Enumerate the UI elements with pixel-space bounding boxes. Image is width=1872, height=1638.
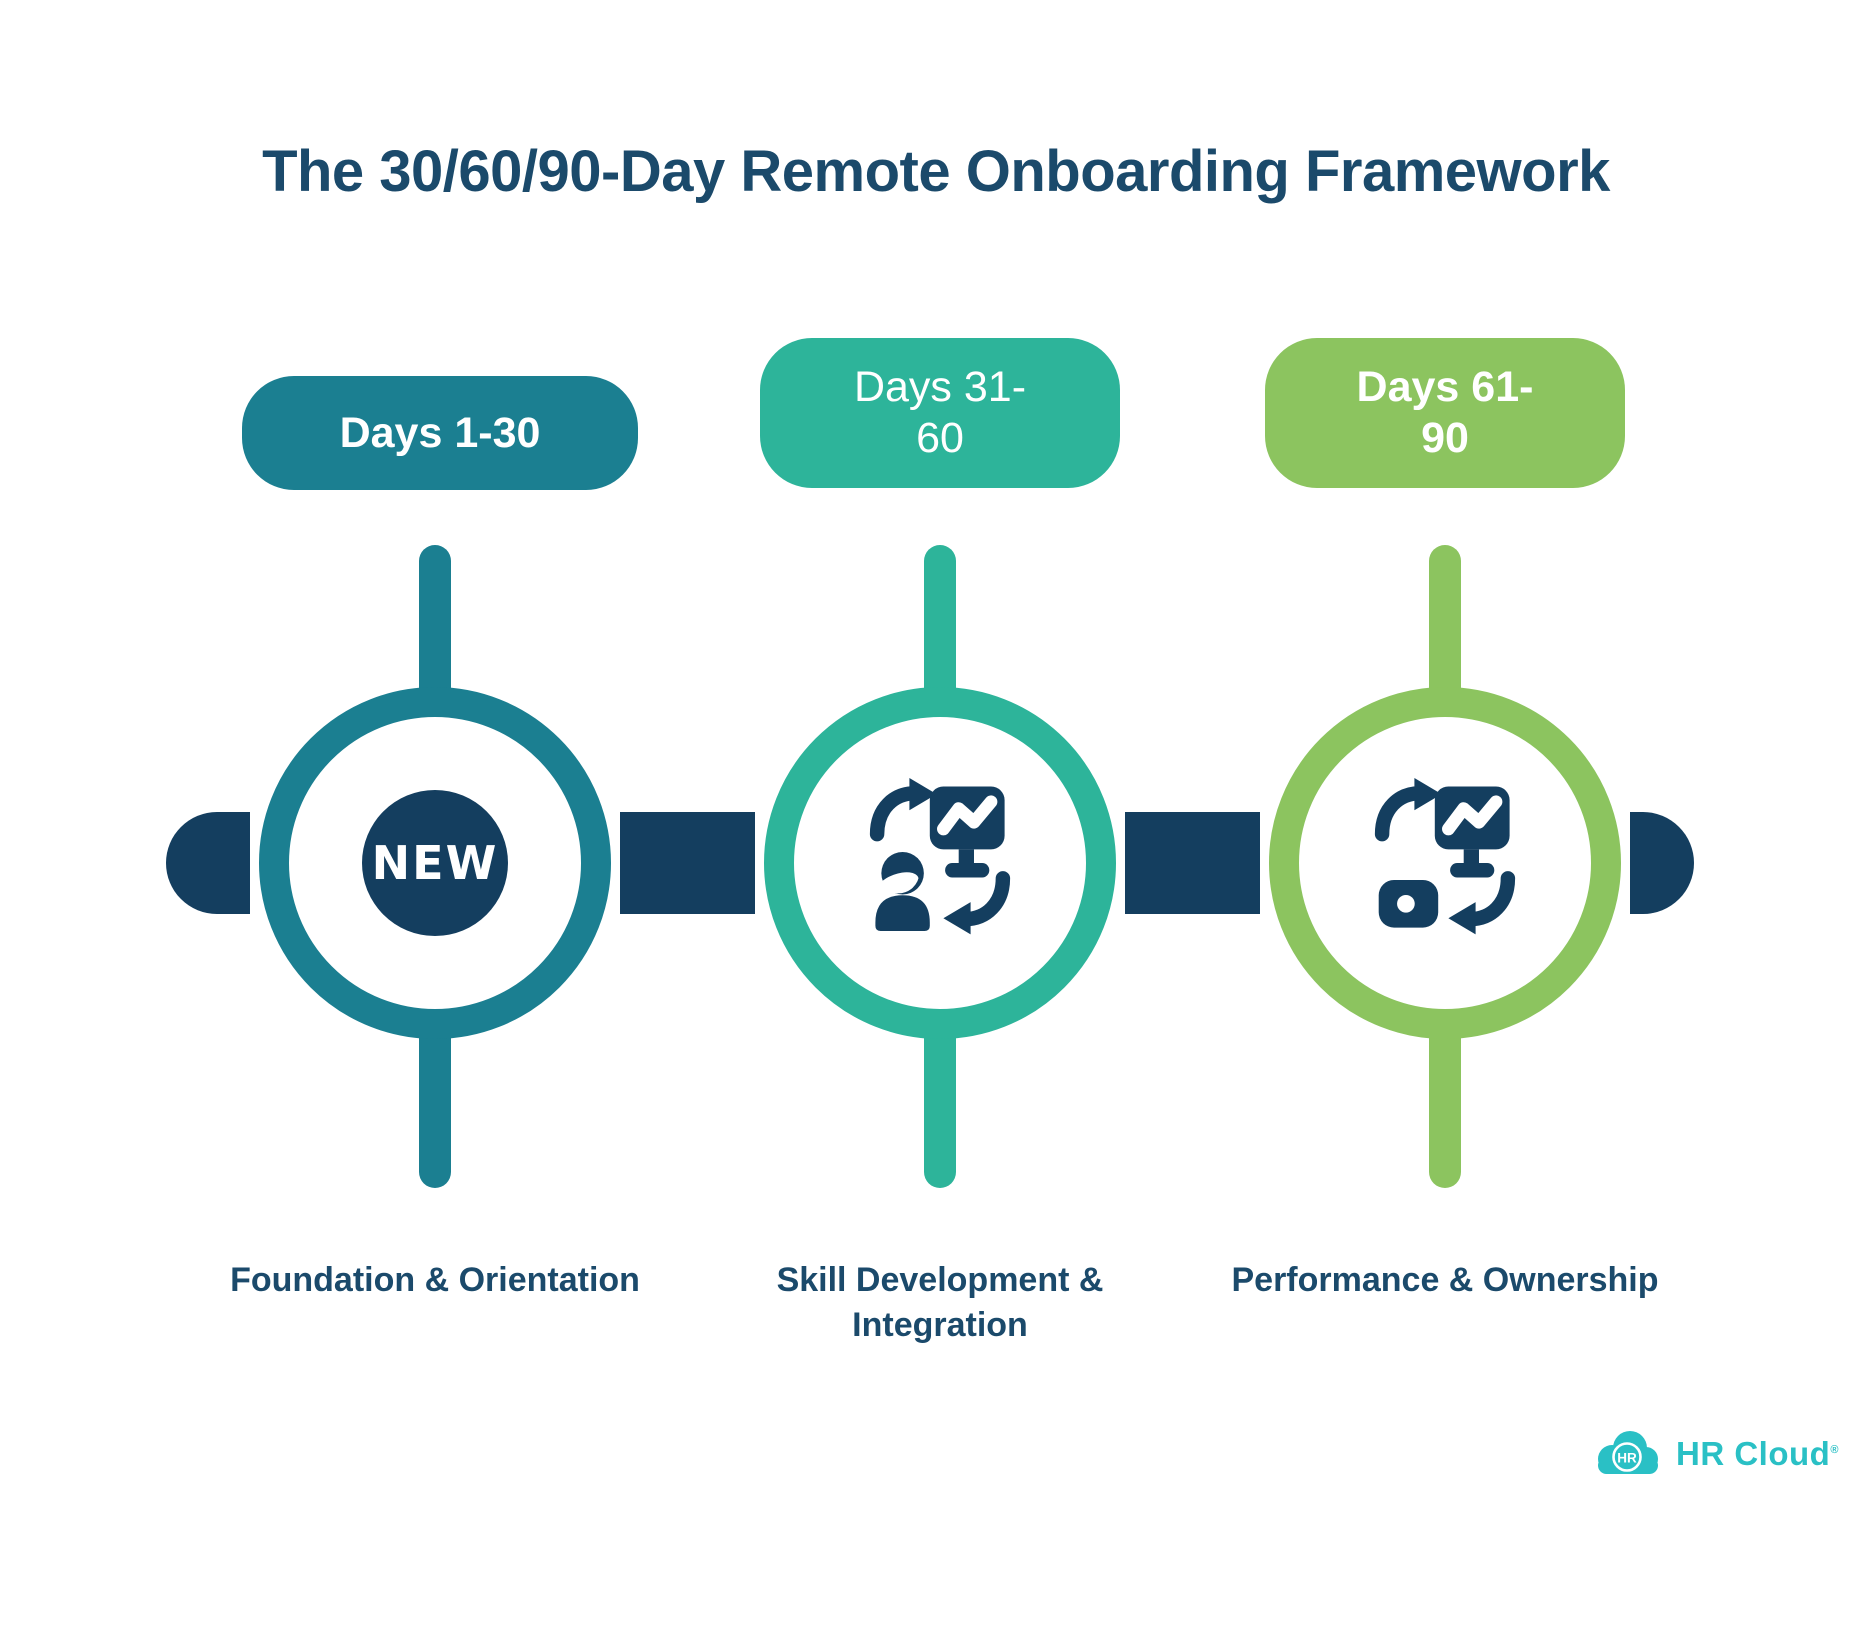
timeline-bar-segment-2-3 — [1125, 812, 1260, 914]
stage2-connector-bottom — [924, 1010, 956, 1188]
timeline-bar-left-cap — [166, 812, 250, 914]
timeline-bar-right-cap — [1630, 812, 1694, 914]
stage1-label: Foundation & Orientation — [230, 1261, 640, 1299]
device-screen-exchange-icon — [1374, 778, 1516, 935]
stage1-connector-bottom — [419, 1010, 451, 1188]
stage2-days-pill-label-line2: 60 — [916, 414, 964, 462]
timeline-bar-segment-1-2 — [620, 812, 755, 914]
person-screen-exchange-icon — [869, 778, 1011, 935]
stage3-connector-top — [1429, 545, 1461, 705]
stage2-label: Skill Development & Integration — [776, 1261, 1104, 1344]
stage2-days-pill-label: Days 31- — [853, 363, 1027, 412]
stage2-connector-top — [924, 545, 956, 705]
stage3-days-pill-label: Days 61- — [1356, 363, 1534, 412]
stage3-label: Performance & Ownership — [1231, 1261, 1659, 1299]
new-hire-badge-icon: NEW — [362, 790, 508, 936]
page-title: The 30/60/90-Day Remote Onboarding Frame… — [262, 139, 1610, 204]
hr-cloud-cloud-icon: HR — [1598, 1431, 1658, 1474]
trademark-symbol: ® — [1830, 1444, 1839, 1456]
hr-cloud-wordmark: HR Cloud® — [1676, 1435, 1839, 1472]
stage2-days-pill: Days 31- 60 — [760, 338, 1120, 488]
stage3-days-pill-label-line2: 90 — [1421, 414, 1469, 462]
new-badge-text: NEW — [371, 836, 499, 890]
hr-cloud-logo: HR HR Cloud® — [1592, 1428, 1839, 1480]
hr-monogram: HR — [1617, 1451, 1637, 1466]
stage3-days-pill: Days 61- 90 — [1265, 338, 1625, 488]
stage1-connector-top — [419, 545, 451, 705]
stage3-connector-bottom — [1429, 1010, 1461, 1188]
stage1-days-pill-label: Days 1-30 — [339, 408, 541, 457]
stage1-days-pill: Days 1-30 — [242, 376, 638, 490]
